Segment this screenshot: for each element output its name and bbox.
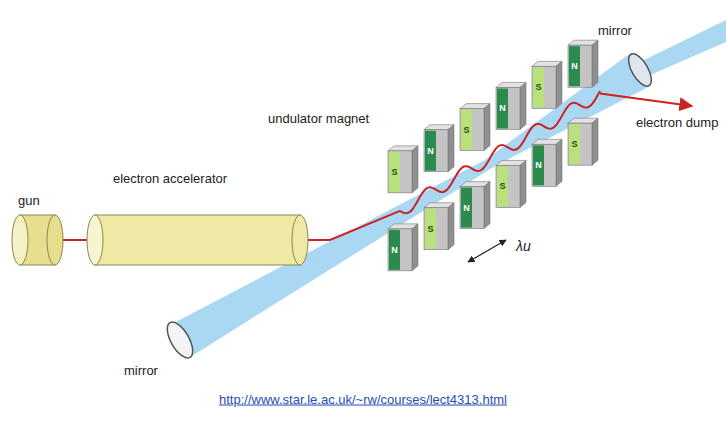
pole-letter: S <box>499 182 505 191</box>
accelerator-body <box>95 215 300 265</box>
source-url: http://www.star.le.ac.uk/~rw/courses/lec… <box>219 393 507 408</box>
magnet-pole <box>569 124 580 164</box>
period-label: λu <box>516 238 531 254</box>
mirror-shape <box>624 50 656 89</box>
magnet-pole <box>461 110 472 150</box>
gun-end <box>47 215 63 265</box>
magnet-side <box>592 40 598 87</box>
magnet-block <box>388 224 418 271</box>
magnet-block <box>388 146 418 193</box>
magnet-block <box>496 82 526 129</box>
magnet-side <box>484 104 490 151</box>
magnet-side <box>484 182 490 229</box>
pole-letter: N <box>427 146 434 155</box>
pole-letter: S <box>463 125 469 134</box>
magnet-pole <box>533 67 544 107</box>
electron-wiggle <box>400 91 600 213</box>
magnet-side <box>556 139 562 186</box>
magnet-pole <box>389 152 400 192</box>
electron-exit <box>600 93 692 106</box>
pole-letter: N <box>571 62 578 71</box>
pole-letter: N <box>535 161 542 170</box>
light-beam <box>640 20 726 76</box>
magnet-face <box>496 87 520 129</box>
magnet-face <box>568 45 592 87</box>
pole-letter: S <box>571 140 577 149</box>
magnet-side <box>448 125 454 172</box>
magnet-block <box>532 139 562 186</box>
magnet-side <box>520 160 526 207</box>
magnet-side <box>520 82 526 129</box>
magnet-block <box>568 40 598 87</box>
magnet-pole <box>425 209 436 249</box>
magnet-face <box>532 144 556 186</box>
magnet-face <box>460 187 484 229</box>
accelerator-end <box>292 215 308 265</box>
magnet-side <box>412 146 418 193</box>
pole-letter: N <box>499 104 506 113</box>
magnet-face <box>388 229 412 271</box>
magnet-face <box>388 151 412 193</box>
magnet-pole <box>497 88 508 128</box>
gun-face <box>12 215 28 265</box>
magnet-pole <box>461 188 472 228</box>
magnet-pole <box>497 166 508 206</box>
magnet-face <box>568 123 592 165</box>
mirror-label: mirror <box>124 364 158 379</box>
pole-letter: N <box>463 203 470 212</box>
magnet-pole <box>389 230 400 270</box>
magnet-face <box>424 130 448 172</box>
magnet-face <box>496 165 520 207</box>
magnet-block <box>424 203 454 250</box>
pole-letter: S <box>391 167 397 176</box>
magnet-side <box>556 61 562 108</box>
magnet-side <box>448 203 454 250</box>
magnet-pole <box>533 145 544 185</box>
period-arrow <box>468 240 506 262</box>
part-label: gun <box>18 194 40 209</box>
magnet-block <box>460 104 490 151</box>
part-label: electron dump <box>636 116 718 131</box>
magnet-block <box>424 125 454 172</box>
pole-letter: N <box>391 245 398 254</box>
magnet-face <box>532 66 556 108</box>
magnet-side <box>592 118 598 165</box>
magnet-block <box>532 61 562 108</box>
part-label: electron accelerator <box>110 172 230 187</box>
magnet-side <box>412 224 418 271</box>
magnet-pole <box>569 46 580 86</box>
part-label: undulator magnet <box>268 112 369 127</box>
pole-letter: S <box>427 224 433 233</box>
pole-letter: S <box>535 83 541 92</box>
magnet-block <box>496 160 526 207</box>
accelerator-face <box>87 215 103 265</box>
magnet-pole <box>425 131 436 171</box>
mirror-shape <box>162 318 198 362</box>
magnet-face <box>460 109 484 151</box>
magnet-block <box>460 182 490 229</box>
magnet-block <box>568 118 598 165</box>
mirror-label: mirror <box>598 24 632 39</box>
magnet-face <box>424 208 448 250</box>
